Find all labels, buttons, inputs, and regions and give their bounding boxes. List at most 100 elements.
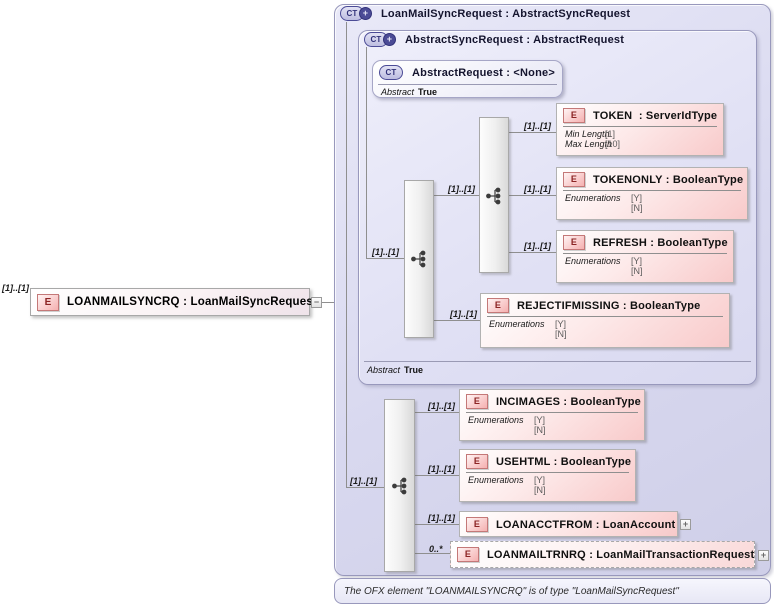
element-box-refresh[interactable]: E REFRESH : BooleanType Enumerations [Y]…: [556, 230, 734, 283]
element-title: LOANACCTFROM : LoanAccount: [496, 518, 676, 531]
connector-line: [415, 553, 450, 554]
expand-button-loanacctfrom[interactable]: +: [680, 519, 691, 530]
divider: [563, 126, 717, 127]
element-title: REFRESH : BooleanType: [593, 236, 728, 249]
cardinality-label: [1]..[1]: [428, 513, 455, 523]
collapse-button[interactable]: −: [311, 297, 322, 308]
facet-row: Enumerations [Y]: [468, 475, 546, 485]
connector-line: [366, 258, 404, 259]
divider: [487, 316, 723, 317]
element-icon: E: [466, 394, 488, 409]
element-title: USEHTML : BooleanType: [496, 455, 632, 468]
facet-row: [N]: [555, 329, 567, 339]
facet-row: Max Length [10]: [565, 139, 621, 149]
element-title: LOANMAILTRNRQ : LoanMailTransactionReque…: [487, 548, 755, 561]
outer-type-title: LoanMailSyncRequest : AbstractSyncReques…: [381, 7, 631, 20]
facet-row: Min Length [1]: [565, 129, 616, 139]
element-title: TOKEN : ServerIdType: [593, 109, 718, 122]
connector-line: [434, 320, 480, 321]
complex-type-icon: CT: [379, 65, 403, 80]
element-icon: E: [563, 108, 585, 123]
element-icon: E: [563, 235, 585, 250]
cardinality-label: [1]..[1]: [2, 283, 29, 293]
sequence-group-bar: [479, 117, 509, 273]
connector-line: [415, 412, 459, 413]
divider: [466, 412, 638, 413]
element-box-token[interactable]: E TOKEN : ServerIdType Min Length [1] Ma…: [556, 103, 724, 156]
element-title: INCIMAGES : BooleanType: [496, 395, 641, 408]
element-box-tokenonly[interactable]: E TOKENONLY : BooleanType Enumerations […: [556, 167, 748, 220]
complex-type-plus-icon: CT+: [340, 6, 372, 21]
divider: [378, 84, 557, 85]
cardinality-label: [1]..[1]: [428, 401, 455, 411]
root-type-title: AbstractRequest : <None>: [412, 66, 555, 79]
cardinality-label: [1]..[1]: [428, 464, 455, 474]
element-box-rejectifmissing[interactable]: E REJECTIFMISSING : BooleanType Enumerat…: [480, 293, 730, 348]
divider: [563, 253, 727, 254]
element-icon: E: [466, 454, 488, 469]
divider: [364, 361, 751, 362]
abstract-value: True: [404, 365, 424, 375]
source-element-box[interactable]: E LOANMAILSYNCRQ : LoanMailSyncRequest: [30, 288, 317, 316]
sequence-icon: [391, 477, 408, 500]
connector-line: [415, 524, 459, 525]
facet-row: Enumerations [Y]: [565, 256, 643, 266]
element-icon: E: [466, 517, 488, 532]
element-box-incimages[interactable]: E INCIMAGES : BooleanType Enumerations […: [459, 389, 645, 441]
sequence-group-bar: [384, 399, 415, 572]
abstract-label: Abstract: [367, 365, 401, 375]
facet-row: [N]: [631, 203, 643, 213]
connector-line: [509, 252, 556, 253]
sequence-icon: [411, 250, 428, 273]
facet-row: Enumerations [Y]: [489, 319, 567, 329]
root-type-box[interactable]: CT AbstractRequest : <None> Abstract Tru…: [372, 60, 563, 98]
element-icon: E: [457, 547, 479, 562]
element-header: E INCIMAGES : BooleanType: [460, 390, 644, 411]
cardinality-label: [1]..[1]: [448, 184, 475, 194]
cardinality-label: [1]..[1]: [372, 247, 399, 257]
connector-line: [321, 302, 334, 303]
outer-type-header[interactable]: CT+ LoanMailSyncRequest : AbstractSyncRe…: [340, 6, 630, 21]
element-title: TOKENONLY : BooleanType: [593, 173, 744, 186]
base-type-header[interactable]: CT+ AbstractSyncRequest : AbstractReques…: [364, 32, 624, 47]
element-header: E REJECTIFMISSING : BooleanType: [481, 294, 729, 315]
element-icon: E: [487, 298, 509, 313]
connector-line: [415, 475, 459, 476]
expand-button-loanmailtrnrq[interactable]: +: [758, 550, 769, 561]
cardinality-label: [1]..[1]: [524, 241, 551, 251]
divider: [466, 472, 629, 473]
cardinality-label: [1]..[1]: [524, 121, 551, 131]
connector-line: [366, 47, 367, 258]
element-title: REJECTIFMISSING : BooleanType: [517, 299, 701, 312]
sequence-group-bar: [404, 180, 434, 338]
abstract-label: Abstract: [381, 87, 415, 97]
connector-line: [509, 195, 556, 196]
abstract-facet-row: Abstract True: [367, 365, 423, 375]
element-header: E USEHTML : BooleanType: [460, 450, 635, 471]
element-header: E REFRESH : BooleanType: [557, 231, 733, 252]
facet-row: Enumerations [Y]: [468, 415, 546, 425]
element-box-loanacctfrom[interactable]: E LOANACCTFROM : LoanAccount: [459, 511, 678, 537]
source-element-title: LOANMAILSYNCRQ : LoanMailSyncRequest: [67, 296, 317, 308]
sequence-icon: [486, 187, 503, 210]
element-header: E TOKEN : ServerIdType: [557, 104, 723, 125]
complex-type-plus-icon: CT+: [364, 32, 396, 47]
facet-row: [N]: [534, 425, 546, 435]
facet-row: [N]: [534, 485, 546, 495]
root-type-header: CT AbstractRequest : <None>: [379, 65, 555, 80]
cardinality-label: [1]..[1]: [350, 476, 377, 486]
cardinality-label: [1]..[1]: [524, 184, 551, 194]
element-box-usehtml[interactable]: E USEHTML : BooleanType Enumerations [Y]…: [459, 449, 636, 502]
element-icon: E: [563, 172, 585, 187]
element-box-loanmailtrnrq[interactable]: E LOANMAILTRNRQ : LoanMailTransactionReq…: [450, 541, 755, 568]
abstract-value: True: [418, 87, 438, 97]
abstract-facet-row: Abstract True: [381, 87, 437, 97]
connector-line: [509, 132, 556, 133]
cardinality-label: [1]..[1]: [450, 309, 477, 319]
footer-annotation: The OFX element "LOANMAILSYNCRQ" is of t…: [334, 578, 771, 604]
element-header: E TOKENONLY : BooleanType: [557, 168, 747, 189]
element-icon: E: [37, 293, 59, 311]
divider: [563, 190, 741, 191]
element-header: E LOANACCTFROM : LoanAccount: [460, 512, 677, 534]
connector-line: [346, 22, 347, 487]
